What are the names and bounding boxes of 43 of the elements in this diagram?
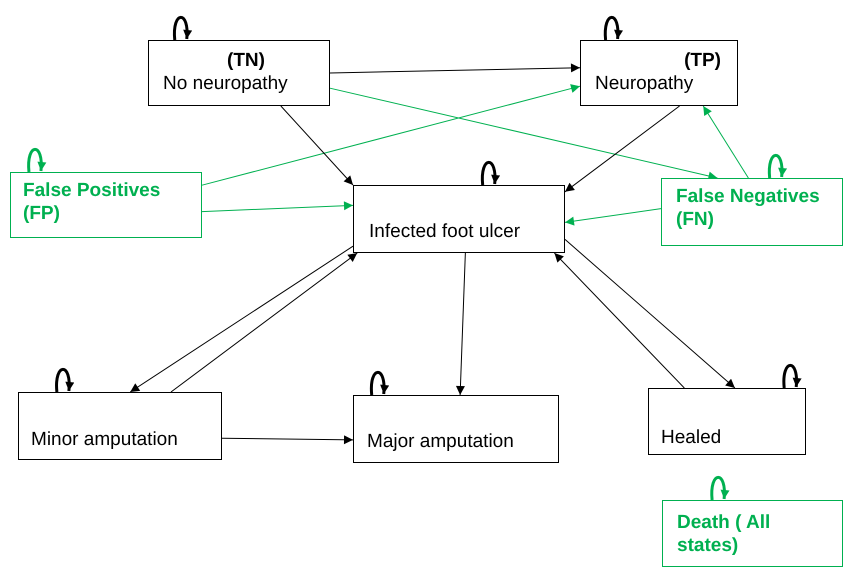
self-loop-arrow [782,364,802,388]
self-loop-arrow [768,154,787,178]
transition-arrow [202,84,580,186]
state-box [353,185,565,253]
self-loop-arrow [604,16,623,40]
state-label: Death ( All states) [677,511,772,557]
state-label: Major amputation [367,430,514,453]
transition-arrow [564,106,680,192]
transition-arrow [330,63,580,74]
state-box [661,178,843,246]
state-label: No neuropathy [163,72,288,95]
transition-arrow [702,106,749,178]
state-code: (TP) [684,49,721,72]
self-loop-arrow [172,16,192,40]
self-loop-arrow [480,161,500,186]
transition-arrow [564,208,662,226]
transition-arrow [280,106,354,186]
state-label: False Negatives (FN) [676,185,821,231]
state-label: False Positives (FP) [23,179,162,225]
state-label: Infected foot ulcer [369,220,520,243]
state-box [353,395,559,463]
self-loop-arrow [370,371,389,396]
transition-arrow [564,238,736,388]
state-box [580,40,738,106]
transition-arrow [330,88,718,180]
transition-arrow [554,252,685,388]
self-loop-arrow [27,148,46,172]
state-box [648,388,806,455]
transition-arrow [130,246,354,392]
transition-arrow [202,201,354,212]
self-loop-arrow [710,476,730,500]
state-label: Neuropathy [595,72,694,95]
state-box [18,392,222,460]
state-code: (TN) [227,49,265,72]
transition-arrow [170,252,358,392]
transition-arrow [456,252,466,396]
state-label: Healed [661,426,722,449]
self-loop-arrow [55,368,74,392]
state-box [10,172,202,238]
state-box [148,40,330,106]
state-box [662,500,843,567]
transition-arrow [222,435,354,444]
state-label: Minor amputation [31,428,178,451]
